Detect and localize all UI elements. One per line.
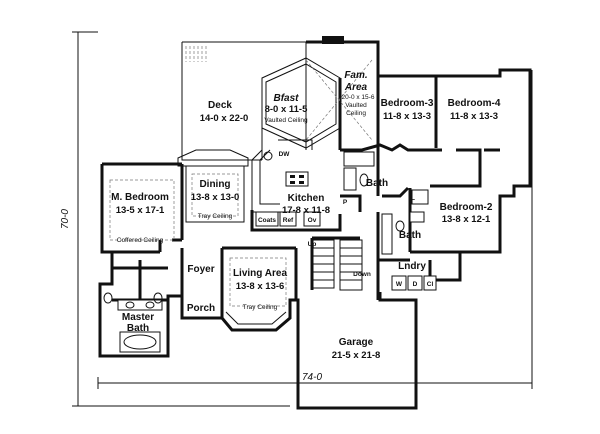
m-bedroom-name: M. Bedroom <box>111 192 169 203</box>
exterior-walls <box>98 36 532 410</box>
master-bath-name-1: Master <box>122 312 154 323</box>
bath1-name: Bath <box>366 178 388 189</box>
ceiling-dashes <box>109 59 373 307</box>
foyer-name: Foyer <box>187 264 214 275</box>
dining-dim: 13-8 x 13-0 <box>191 192 240 203</box>
fam-area-note-2: Ceiling <box>346 110 366 117</box>
linen-label: L <box>411 195 415 202</box>
living-name: Living Area <box>233 268 288 279</box>
laundry-name: Lndry <box>398 261 426 272</box>
m-bedroom-dim: 13-5 x 17-1 <box>116 205 165 216</box>
dishwasher-label: DW <box>279 151 291 158</box>
bfast-note: Vaulted Ceiling <box>264 117 308 124</box>
bedroom3-name: Bedroom-3 <box>381 98 434 109</box>
m-bedroom-note: Coffered Ceiling <box>117 237 164 244</box>
overall-width-label: 74-0 <box>302 372 322 383</box>
garage-name: Garage <box>339 337 374 348</box>
ref-label: Ref <box>283 217 294 224</box>
dining-name: Dining <box>199 179 230 190</box>
kitchen-name: Kitchen <box>288 193 325 204</box>
fam-area-name-2: Area <box>344 82 368 93</box>
stairs <box>311 239 363 291</box>
dining-note: Tray Ceiling <box>198 213 233 220</box>
laundry-fixtures <box>391 275 437 291</box>
bedroom4-name: Bedroom-4 <box>448 98 501 109</box>
pantry-label: P <box>343 199 348 206</box>
garage-dim: 21-5 x 21-8 <box>332 350 381 361</box>
kitchen-dim: 17-8 x 11-8 <box>282 205 330 216</box>
living-note: Tray Ceiling <box>243 304 278 311</box>
bfast-dim: 8-0 x 11-5 <box>265 104 308 115</box>
deck-area <box>181 41 307 161</box>
oven-label: Ov <box>308 217 317 224</box>
deck-dim: 14-0 x 22-0 <box>200 113 249 124</box>
stairs-up-label: Up <box>308 241 317 248</box>
master-bath-name-2: Bath <box>127 323 149 334</box>
bedroom3-dim: 11-8 x 13-3 <box>383 111 431 122</box>
bedroom2-name: Bedroom-2 <box>440 202 493 213</box>
porch-name: Porch <box>187 303 215 314</box>
washer-label: W <box>396 281 403 288</box>
fam-area-dim: 20-0 x 15-6 <box>342 94 375 101</box>
deck-name: Deck <box>208 100 232 111</box>
kitchen-counters <box>251 139 321 227</box>
bedroom4-dim: 11-8 x 13-3 <box>450 111 498 122</box>
closet-label: Cl <box>427 281 434 288</box>
dryer-label: D <box>413 281 418 288</box>
living-dim: 13-8 x 13-6 <box>236 281 285 292</box>
bath-fixtures <box>103 151 429 353</box>
living-bay <box>225 311 287 325</box>
overall-depth-label: 70-0 <box>60 209 71 229</box>
fam-area-name-1: Fam. <box>344 70 367 81</box>
coats-label: Coats <box>258 217 276 224</box>
stairs-down-label: Down <box>353 271 371 278</box>
bedroom2-dim: 13-8 x 12-1 <box>442 214 491 225</box>
bfast-name: Bfast <box>273 93 299 104</box>
fam-area-note-1: Vaulted <box>345 102 367 109</box>
dining-bay <box>177 149 249 223</box>
dimension-lines <box>72 31 533 407</box>
bath2-name: Bath <box>399 230 421 241</box>
